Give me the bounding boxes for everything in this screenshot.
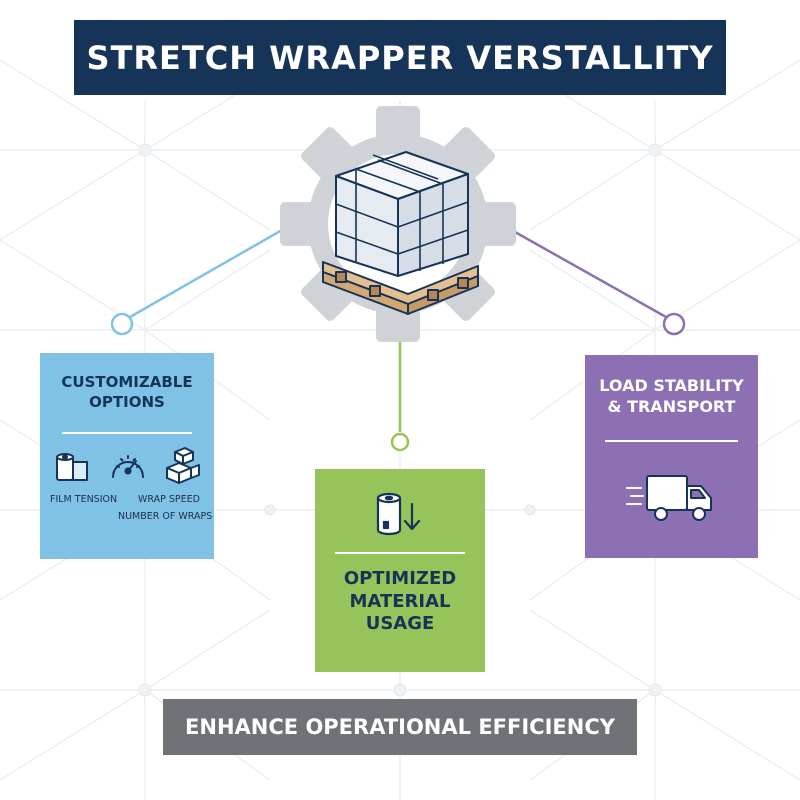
card-divider — [605, 440, 738, 442]
gear-with-wrapped-pallet-icon — [280, 106, 516, 342]
card-divider — [62, 432, 192, 434]
load-stability-transport-card: LOAD STABILITY & TRANSPORT — [585, 355, 758, 558]
film-tension-label: FILM TENSION — [50, 494, 118, 505]
customizable-options-card: CUSTOMIZABLE OPTIONS FILM TENSION WRAP — [40, 353, 214, 559]
film-roll-down-arrow-icon — [376, 492, 421, 536]
page-title: STRETCH WRAPPER VERSTALLITY — [86, 38, 714, 77]
stacked-boxes-icon — [166, 447, 200, 484]
connector-blue — [129, 228, 283, 319]
number-of-wraps-label: NUMBER OF WRAPS — [118, 511, 213, 522]
connector-node-purple — [662, 312, 686, 336]
film-roll-icon — [56, 453, 88, 481]
footer-text: ENHANCE OPERATIONAL EFFICIENCY — [185, 715, 615, 739]
footer-banner: ENHANCE OPERATIONAL EFFICIENCY — [163, 699, 637, 755]
delivery-truck-icon — [626, 475, 712, 521]
optimized-material-usage-card: OPTIMIZED MATERIAL USAGE — [315, 469, 485, 672]
speed-gauge-icon — [112, 455, 144, 478]
title-banner: STRETCH WRAPPER VERSTALLITY — [74, 20, 726, 95]
customizable-options-title: CUSTOMIZABLE OPTIONS — [61, 373, 193, 411]
wrap-speed-label: WRAP SPEED — [138, 494, 200, 505]
card-divider — [335, 552, 465, 554]
connector-purple — [514, 230, 667, 319]
connector-node-blue — [110, 312, 134, 336]
connector-node-green — [390, 432, 410, 452]
load-stability-transport-title: LOAD STABILITY & TRANSPORT — [599, 376, 744, 416]
optimized-material-usage-title: OPTIMIZED MATERIAL USAGE — [343, 568, 457, 634]
